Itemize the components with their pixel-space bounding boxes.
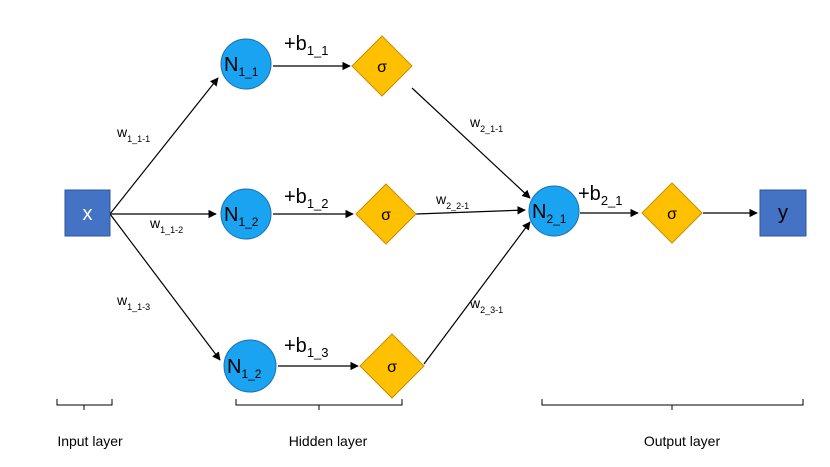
- sigma-label: σ: [377, 59, 387, 76]
- bias-label-3: +b1_3: [284, 335, 329, 360]
- neuron-sub: 1_2: [241, 367, 261, 381]
- edge-x-to-n13: [109, 213, 221, 361]
- neuron-main: N: [227, 356, 241, 378]
- sigma-label: σ: [387, 359, 397, 376]
- svg-text:N1_2: N1_2: [224, 204, 259, 229]
- bias-label-1: +b1_1: [284, 33, 329, 58]
- bias-label-2: +b1_2: [284, 186, 329, 211]
- activation-4: σ: [641, 182, 703, 244]
- weight-label-2: w1_1-2: [149, 215, 183, 235]
- edge-sigma1-to-n21: [411, 87, 531, 199]
- output-neuron: N2_1: [528, 185, 580, 237]
- svg-text:N1_1: N1_1: [224, 54, 259, 79]
- activation-3: σ: [359, 333, 425, 399]
- input-layer-label: Input layer: [57, 433, 123, 449]
- edge-x-to-n11: [109, 77, 219, 215]
- input-node: x: [64, 189, 111, 237]
- connections: [109, 61, 758, 371]
- output-label: y: [778, 202, 788, 224]
- weight-label-1: w1_1-1: [116, 124, 150, 144]
- hidden-neuron-2: N1_2: [220, 188, 272, 240]
- input-label: x: [83, 203, 93, 225]
- hidden-neuron-1: N1_1: [220, 38, 272, 90]
- hidden-layer-bracket: [235, 399, 403, 410]
- activation-1: σ: [351, 35, 413, 97]
- svg-text:N1_2: N1_2: [227, 356, 262, 381]
- neuron-sub: 1_2: [238, 215, 258, 229]
- layer-brackets: [56, 399, 804, 410]
- output-node: y: [759, 189, 807, 237]
- bias-label-4: +b2_1: [578, 183, 623, 208]
- hidden-layer-label: Hidden layer: [289, 433, 368, 449]
- output-layer-bracket: [541, 399, 804, 410]
- weight-label-3: w1_1-3: [116, 292, 150, 312]
- weight-label-6: w2_3-1: [469, 295, 503, 315]
- neuron-main: N: [532, 201, 546, 223]
- activation-2: σ: [355, 183, 417, 245]
- sigma-label: σ: [667, 206, 677, 223]
- edge-sigma2-to-n21: [415, 206, 526, 215]
- neuron-main: N: [224, 204, 238, 226]
- input-layer-bracket: [56, 399, 113, 410]
- weight-label-5: w2_2-1: [435, 191, 469, 211]
- weight-label-4: w2_1-1: [469, 114, 503, 134]
- hidden-neuron-3: N1_2: [223, 339, 277, 393]
- neuron-sub: 2_1: [546, 212, 566, 226]
- output-layer-label: Output layer: [644, 433, 721, 449]
- svg-text:N2_1: N2_1: [532, 201, 567, 226]
- edge-sigma3-to-n21: [423, 221, 531, 365]
- neuron-sub: 1_1: [238, 65, 258, 79]
- sigma-label: σ: [381, 207, 391, 224]
- neuron-main: N: [224, 54, 238, 76]
